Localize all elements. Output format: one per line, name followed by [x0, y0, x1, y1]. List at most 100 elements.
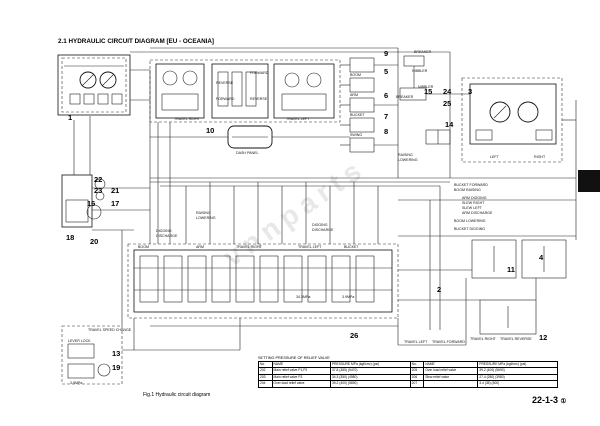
callout-12: 12	[539, 333, 547, 342]
figure-caption: Fig.1 Hydraulic circuit diagram	[143, 392, 211, 398]
table-cell: Over load relief valve	[271, 380, 331, 388]
callout-5: 5	[384, 67, 388, 76]
label-travel-right: TRAVEL RIGHT	[174, 117, 201, 121]
section-tab-marker	[578, 170, 600, 192]
label-reverse-left: REVERSE	[250, 97, 268, 101]
label-raising: RAISING	[398, 153, 413, 157]
relief-table-header-row: No. NAME PRESSURE MPa (kgf/cm²) (psi) No…	[258, 360, 558, 369]
label-digging-right: DIGGING	[312, 223, 328, 227]
label-bucket-pilot: BUCKET	[350, 113, 365, 117]
label-discharge-right: DISCHARGE	[312, 228, 334, 232]
label-travel-left: TRAVEL LEFT	[286, 117, 310, 121]
tank-filter-cluster	[61, 116, 150, 228]
callout-21: 21	[111, 186, 119, 195]
label-slew-right: SLEW RIGHT	[462, 201, 485, 205]
callout-3: 3	[468, 87, 472, 96]
callout-22: 22	[94, 175, 102, 184]
label-lowering: LOWERING	[398, 158, 418, 162]
label-dash-panel: DASH PANEL	[236, 151, 259, 155]
callout-25: 25	[443, 99, 451, 108]
swing-motor-block: LEFT RIGHT	[450, 77, 563, 163]
dash-panel: DASH PANEL	[150, 125, 350, 155]
label-left: LEFT	[490, 155, 500, 159]
label-boom-cv: BOOM	[138, 245, 149, 249]
function-label-list: BUCKET FORWARD BOOM RAISING ARM DIGGING …	[454, 183, 493, 231]
label-discharge-left: DISCHARGE	[156, 234, 178, 238]
label-travel-left-fwd: TRAVEL LEFT	[404, 340, 428, 344]
label-digging-left: DIGGING	[156, 229, 172, 233]
watermark-text: vnnparts	[218, 152, 372, 273]
label-arm-discharge: ARM DISCHARGE	[462, 211, 493, 215]
label-travel-reverse: TRAVEL REVERSE	[500, 337, 532, 341]
label-pressure-1: 34.3MPa	[296, 295, 310, 299]
right-pilot-valves: TRAVEL RIGHT TRAVEL REVERSE TRAVEL LEFT …	[404, 239, 567, 344]
table-cell: Main relief valve P1,P2	[271, 367, 331, 375]
callout-9: 9	[384, 49, 388, 58]
label-lowering-cv: LOWERING	[196, 216, 216, 220]
label-boom-pilot: BOOM	[350, 73, 361, 77]
table-cell: 39.2 (400) (5690)	[329, 380, 411, 388]
label-boom-raising: BOOM RAISING	[454, 188, 481, 192]
label-pressure-2: 3.9MPa	[342, 295, 354, 299]
callout-14: 14	[445, 120, 454, 129]
label-swing-pilot: SWING	[350, 133, 362, 137]
callout-7: 7	[384, 112, 388, 121]
callout-numbers: 1 2 3 4 5 6 7 8 9 10 11 12 13 14 15 16 1…	[66, 49, 547, 372]
table-cell: 207	[409, 380, 425, 388]
table-cell: Over load relief valve	[423, 367, 479, 375]
label-travel-right-cv: TRAVEL RIGHT	[236, 245, 263, 249]
label-travel-left-cv: TRAVEL LEFT	[298, 245, 322, 249]
callout-15: 15	[424, 87, 432, 96]
callout-24: 24	[443, 87, 452, 96]
label-travel-right-reverse: TRAVEL RIGHT	[470, 337, 497, 341]
label-right: RIGHT	[534, 155, 546, 159]
callout-17: 17	[111, 199, 119, 208]
callout-2: 2	[437, 285, 441, 294]
label-bucket-cv: BUCKET	[344, 245, 359, 249]
relief-valve-table: SETTING PRESSURE OF RELIEF VALVE No. NAM…	[258, 356, 558, 388]
label-bucket-forward: BUCKET FORWARD	[454, 183, 488, 187]
page-number-text: 22-1-3	[532, 395, 559, 405]
label-nibbler-top: NIBBLER	[412, 69, 428, 73]
label-boom-lowering: BOOM LOWERING	[454, 219, 486, 223]
table-cell	[423, 380, 479, 388]
label-travel-speed-change: TRAVEL SPEED CHANGE	[88, 328, 132, 332]
label-raising-cv: RAISING	[196, 211, 211, 215]
page-number: 22-1-3 ①	[532, 395, 566, 405]
table-row: 204 Over load relief valve 39.2 (400) (5…	[258, 380, 558, 388]
callout-4: 4	[539, 253, 544, 262]
control-valve-block: BOOM ARM TRAVEL RIGHT TRAVEL LEFT BUCKET…	[127, 211, 399, 319]
header-pressure-2: PRESSURE MPa (kgf/cm²) (psi)	[477, 360, 558, 369]
page-title: 2.1 HYDRAULIC CIRCUIT DIAGRAM [EU - OCEA…	[58, 38, 215, 45]
raising-lowering-valve: RAISING LOWERING	[398, 129, 451, 162]
travel-motor-block: TRAVEL RIGHT TRAVEL LEFT REVERSE FORWARD…	[149, 59, 341, 123]
label-pressure-lever: 3.9MPa	[70, 381, 82, 385]
pilot-valve-column: BOOM ARM BUCKET SWING	[340, 57, 398, 153]
label-reverse-right: REVERSE	[216, 81, 234, 85]
label-forward-right: FORWARD	[216, 97, 235, 101]
label-forward-left: FORWARD	[250, 71, 269, 75]
label-bucket-digging: BUCKET DIGGING	[454, 227, 485, 231]
pipe-lines	[92, 47, 577, 351]
table-cell: 3.4 (35) (500)	[477, 380, 558, 388]
relief-table: No. NAME PRESSURE MPa (kgf/cm²) (psi) No…	[258, 360, 558, 388]
callout-18: 18	[66, 233, 74, 242]
label-arm-cv: ARM	[196, 245, 204, 249]
header-pressure: PRESSURE MPa (kgf/cm²) (psi)	[329, 360, 411, 369]
table-cell: Main relief valve P3	[271, 373, 331, 382]
callout-8: 8	[384, 127, 388, 136]
label-breaker: BREAKER	[396, 95, 414, 99]
callout-1: 1	[68, 113, 72, 122]
callout-16: 16	[87, 199, 95, 208]
callout-10: 10	[206, 126, 214, 135]
callout-19: 19	[112, 363, 120, 372]
lever-lock-unit: TRAVEL SPEED CHANGE LEVER LOCK 3.9MPa	[61, 325, 132, 385]
relief-table-title: SETTING PRESSURE OF RELIEF VALVE	[258, 356, 330, 360]
callout-26: 26	[350, 331, 358, 340]
callout-13: 13	[112, 349, 120, 358]
label-arm-pilot: ARM	[350, 93, 358, 97]
callout-6: 6	[384, 91, 388, 100]
label-travel-forward: TRAVEL FORWARD	[432, 340, 465, 344]
